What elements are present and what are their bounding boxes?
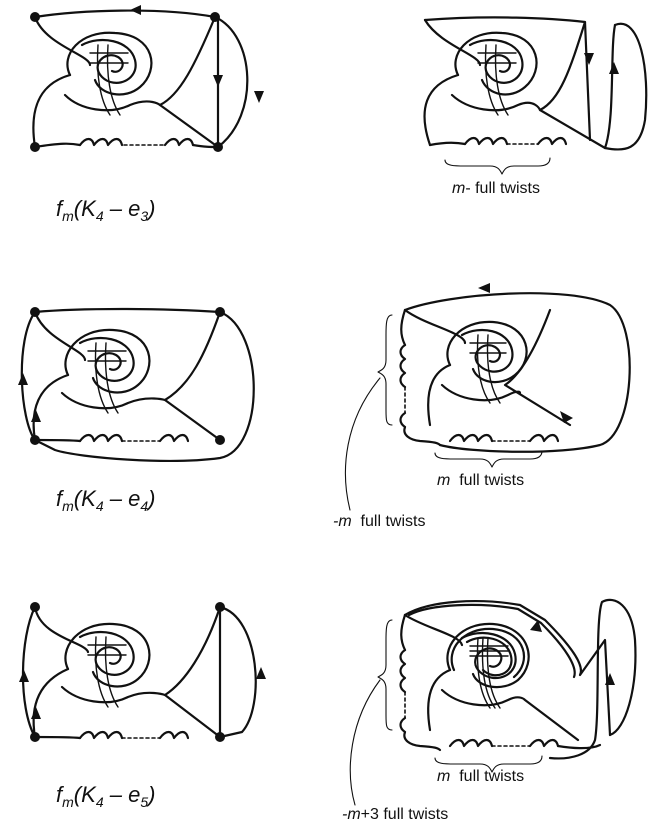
- label-m-full-twists-3: m full twists: [437, 768, 525, 785]
- label-neg-m-plus-3-full-twists: -m+3 full twists: [342, 806, 449, 823]
- diagram-k4-e4-knot: [377, 283, 631, 468]
- pointer-line-row2: [344, 377, 381, 511]
- diagram-k4-e3-graph: [30, 5, 264, 152]
- pointer-line-row3: [349, 679, 381, 806]
- diagram-k4-e5-knot: [377, 598, 637, 773]
- label-fm-k4-e3: fm(K4 – e3): [56, 196, 156, 224]
- diagram-k4-e3-knot: [423, 16, 648, 175]
- diagram-k4-e5-graph: [19, 602, 266, 742]
- label-m-full-twists-2: m full twists: [437, 472, 525, 489]
- label-neg-m-full-twists-2: -m full twists: [333, 513, 426, 530]
- label-fm-k4-e5: fm(K4 – e5): [56, 782, 156, 810]
- label-fm-k4-e4: fm(K4 – e4): [56, 486, 156, 514]
- label-m-full-twists-1: m- full twists: [452, 180, 540, 197]
- diagram-k4-e4-graph: [18, 307, 255, 462]
